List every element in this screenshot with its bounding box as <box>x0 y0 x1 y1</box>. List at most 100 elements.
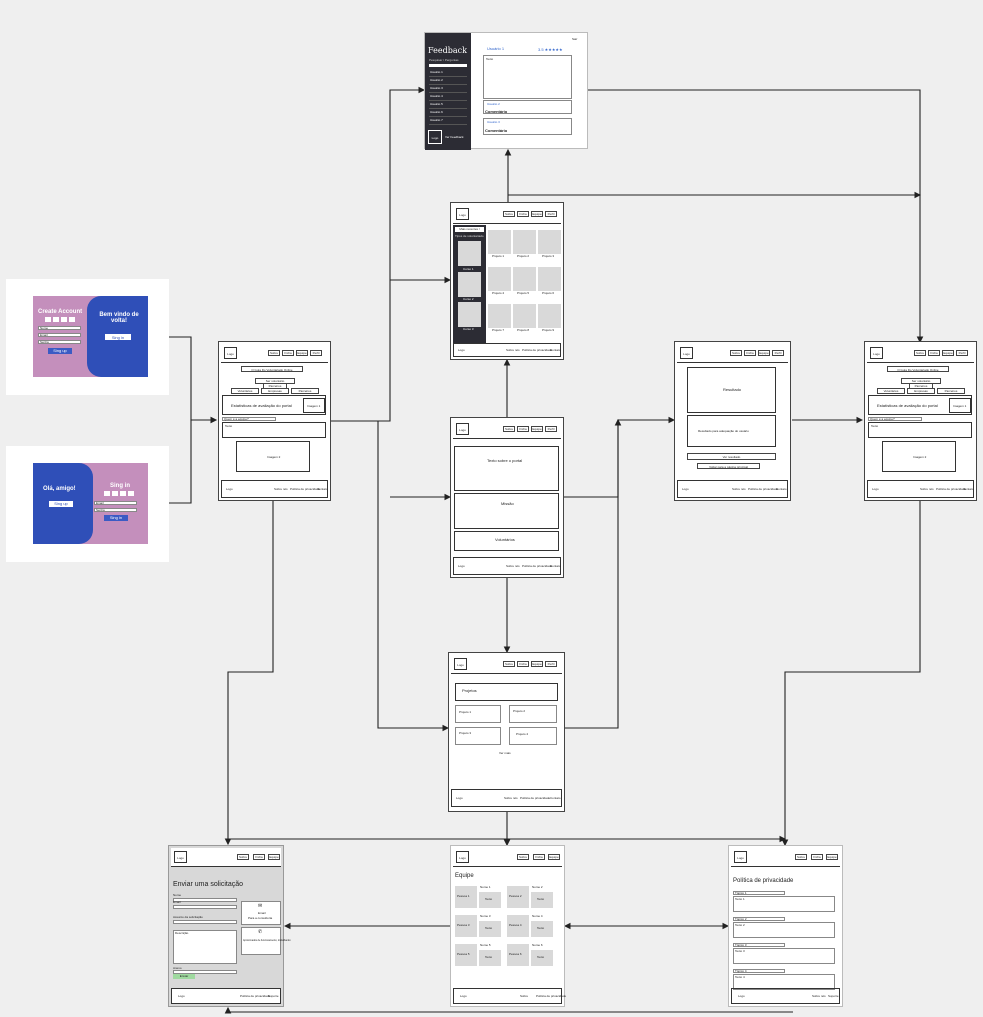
member-text-label: Texto <box>485 897 493 901</box>
see-more-link[interactable]: Ver mais <box>499 751 511 755</box>
footer-contact[interactable]: Contato <box>317 487 328 491</box>
nav-equipe[interactable]: Equipe <box>531 426 543 432</box>
email-input[interactable] <box>173 905 237 909</box>
result-block: Resultado <box>687 367 776 413</box>
project-card-1[interactable]: Projeto 1 <box>455 705 501 723</box>
password-field[interactable]: Senha <box>38 340 81 344</box>
nav-equipe[interactable]: Equipe <box>942 350 954 356</box>
tab-companies[interactable]: Empresas <box>261 388 289 394</box>
tab-partners[interactable]: Parceiros <box>291 388 319 394</box>
tab-volunteers[interactable]: Voluntários <box>231 388 259 394</box>
project-card-3[interactable]: Projeto 3 <box>455 727 501 745</box>
project-card-2[interactable]: Projeto 2 <box>509 705 557 723</box>
project-thumb[interactable] <box>538 230 561 254</box>
nav-equipe[interactable]: Equipe <box>826 854 838 860</box>
name-input[interactable] <box>173 898 237 902</box>
signin-email-field[interactable]: Email <box>94 501 137 505</box>
feedback-user-item[interactable]: Usuário 2 <box>429 78 467 85</box>
nav-sobre[interactable]: Sobre <box>237 854 249 860</box>
nav-equipe[interactable]: Equipe <box>296 350 308 356</box>
name-field[interactable]: Nome <box>38 326 81 330</box>
nav-perfil[interactable]: Perfil <box>772 350 784 356</box>
project-card-4[interactable]: Projeto 4 <box>509 727 557 745</box>
nav-sobre[interactable]: Sobre <box>730 350 742 356</box>
project-thumb[interactable] <box>538 304 561 328</box>
nav-equipe[interactable]: Equipe <box>758 350 770 356</box>
nav-sobre[interactable]: Sobre <box>503 661 515 667</box>
nav-perfil[interactable]: Perfil <box>310 350 322 356</box>
project-thumb[interactable] <box>513 230 536 254</box>
member-name: Pessoa 6 <box>509 952 522 956</box>
feedback-user-label: Usuário 1 <box>430 70 443 74</box>
member-name: Pessoa 2 <box>509 894 522 898</box>
nav-ficha[interactable]: Ficha <box>253 854 265 860</box>
nav-ficha[interactable]: Ficha <box>744 350 756 356</box>
back-home-button[interactable]: Voltar para a página principal <box>697 463 760 469</box>
nav-ficha[interactable]: Ficha <box>811 854 823 860</box>
footer-privacy[interactable]: Política de privacidade <box>290 487 321 491</box>
nav-perfil[interactable]: Perfil <box>545 661 557 667</box>
tab-companies[interactable]: Empresas <box>907 388 935 394</box>
section-text-label: Texto 1 <box>735 897 745 901</box>
feedback-user-item[interactable]: Usuário 6 <box>429 110 467 117</box>
signin-password-field[interactable]: Senha <box>94 508 137 512</box>
nav-perfil[interactable]: Perfil <box>956 350 968 356</box>
nav-perfil[interactable]: Perfil <box>545 211 557 217</box>
nav-ficha[interactable]: Ficha <box>517 211 529 217</box>
project-thumb[interactable] <box>488 267 511 291</box>
signup-switch-button[interactable]: Sing up <box>49 501 73 507</box>
feedback-user-item[interactable]: Usuário 5 <box>429 102 467 109</box>
nav-equipe[interactable]: Equipe <box>531 211 543 217</box>
nav-ficha[interactable]: Ficha <box>282 350 294 356</box>
side-thumb-2[interactable] <box>458 272 481 297</box>
member-name: Pessoa 4 <box>509 923 522 927</box>
nav-equipe[interactable]: Equipe <box>548 854 560 860</box>
nav-ficha[interactable]: Ficha <box>517 426 529 432</box>
nav-perfil[interactable]: Perfil <box>545 426 557 432</box>
tab-volunteers[interactable]: Voluntários <box>877 388 905 394</box>
nav-equipe[interactable]: Equipe <box>268 854 280 860</box>
side-thumb-1[interactable] <box>458 241 481 266</box>
view-result-button[interactable]: Ver resultado <box>687 453 776 460</box>
nav-ficha[interactable]: Ficha <box>517 661 529 667</box>
feedback-search-input[interactable] <box>429 64 467 67</box>
footer: Logo Sobre nós Suporte <box>731 988 840 1004</box>
feedback-footer-text[interactable]: Ver Feedback <box>445 135 464 139</box>
member-photo: Pessoa 2 <box>507 886 529 908</box>
project-thumb[interactable] <box>488 230 511 254</box>
nav-sobre[interactable]: Sobre <box>914 350 926 356</box>
project-thumb[interactable] <box>488 304 511 328</box>
feedback-card-2: Usuário 2 Comentário <box>483 100 572 114</box>
project-thumb-label: Projeto 5 <box>517 291 530 295</box>
description-input[interactable]: Descrição <box>173 930 237 964</box>
nav-sobre[interactable]: Sobre <box>268 350 280 356</box>
project-thumb[interactable] <box>513 304 536 328</box>
attachment-input[interactable] <box>173 970 237 974</box>
nav-ficha[interactable]: Ficha <box>533 854 545 860</box>
nav-ficha[interactable]: Ficha <box>928 350 940 356</box>
project-thumb[interactable] <box>538 267 561 291</box>
projects-heading: Projetos <box>455 683 558 701</box>
tab-partners[interactable]: Parceiros <box>937 388 965 394</box>
footer-about[interactable]: Sobre nós <box>274 487 288 491</box>
send-button[interactable]: Enviar <box>173 974 195 979</box>
signup-button[interactable]: Sing up <box>48 348 72 354</box>
feedback-user-item[interactable]: Usuário 7 <box>429 118 467 125</box>
feedback-user-item[interactable]: Usuário 3 <box>429 86 467 93</box>
subject-input[interactable] <box>173 920 237 924</box>
side-thumb-3[interactable] <box>458 302 481 327</box>
section-text: Texto 4 <box>733 974 835 990</box>
nav-sobre[interactable]: Sobre <box>503 426 515 432</box>
email-field[interactable]: Email <box>38 333 81 337</box>
signin-button[interactable]: Sing in <box>104 515 128 521</box>
nav-equipe[interactable]: Equipe <box>531 661 543 667</box>
signin-switch-button[interactable]: Sing in <box>105 334 131 340</box>
logout-link[interactable]: Sair <box>572 37 578 41</box>
feedback-user-item[interactable]: Usuário 1 <box>429 70 467 77</box>
nav-sobre[interactable]: Sobre <box>795 854 807 860</box>
nav-sobre[interactable]: Sobre <box>503 211 515 217</box>
project-thumb[interactable] <box>513 267 536 291</box>
section-text-label: Texto 4 <box>735 975 745 979</box>
nav-sobre[interactable]: Sobre <box>517 854 529 860</box>
feedback-user-item[interactable]: Usuário 4 <box>429 94 467 101</box>
